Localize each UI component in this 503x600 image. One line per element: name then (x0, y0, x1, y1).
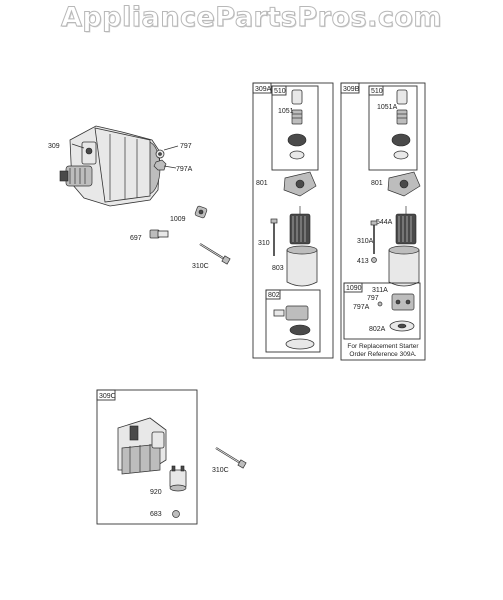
terminal-797[interactable] (155, 149, 165, 159)
note-line-1: For Replacement Starter (347, 343, 419, 350)
housing-b[interactable] (388, 245, 420, 287)
nut-683[interactable] (172, 510, 180, 518)
group-309A: 309A 510 1051 801 310 (252, 82, 334, 359)
group-label-802: 802 (268, 292, 280, 299)
label-920: 920 (150, 489, 162, 496)
drive-gear-b[interactable] (391, 133, 411, 147)
label-683: 683 (150, 511, 162, 518)
label-1009: 1009 (170, 216, 186, 223)
bolt-1009[interactable] (194, 205, 208, 219)
washer-a[interactable] (289, 150, 305, 160)
label-310C-lower: 310C (212, 467, 229, 474)
label-1051: 1051 (278, 108, 294, 115)
label-310: 310 (258, 240, 270, 247)
group-label-510-b: 510 (371, 88, 383, 95)
brush-plate-802[interactable] (273, 305, 315, 350)
group-label-1090: 1090 (346, 285, 362, 292)
brush-spring-1051[interactable] (291, 109, 303, 125)
washer-413[interactable] (371, 257, 377, 263)
label-310A: 310A (357, 238, 374, 245)
brush-holder-510-a[interactable] (291, 89, 303, 105)
terminal-797-b[interactable] (377, 301, 383, 307)
end-cap-801-a[interactable] (283, 171, 317, 197)
label-697: 697 (130, 235, 142, 242)
label-802A: 802A (369, 326, 386, 333)
starter-motor-309[interactable] (59, 125, 161, 207)
label-797-b: 797 (367, 295, 379, 302)
label-803: 803 (272, 265, 284, 272)
group-label-309A: 309A (255, 86, 272, 93)
label-797: 797 (180, 143, 192, 150)
bolt-310A[interactable] (370, 220, 378, 254)
label-797A-b: 797A (353, 304, 370, 311)
washer-b[interactable] (393, 150, 409, 160)
starter-motor-309C[interactable] (117, 417, 167, 475)
bolt-310C-lower[interactable] (215, 447, 247, 469)
group-label-309C: 309C (99, 393, 116, 400)
drive-gear-a[interactable] (287, 133, 307, 147)
label-309: 309 (48, 143, 60, 150)
brush-holder-510-b[interactable] (396, 89, 408, 105)
bolt-310[interactable] (270, 218, 278, 256)
nut-797A[interactable] (153, 159, 167, 171)
group-label-309B: 309B (343, 86, 360, 93)
label-413: 413 (357, 258, 369, 265)
note-line-2: Order Reference 309A. (349, 351, 416, 358)
armature-544A[interactable] (395, 206, 417, 245)
solenoid-920[interactable] (169, 465, 187, 492)
brush-spring-1051A[interactable] (396, 109, 408, 125)
label-797A: 797A (176, 166, 193, 173)
bolt-697[interactable] (149, 229, 169, 239)
label-801-a: 801 (256, 180, 268, 187)
group-309C: 309C 920 683 (96, 389, 198, 525)
label-544A: 544A (376, 219, 393, 226)
group-label-510-a: 510 (274, 88, 286, 95)
housing-803[interactable] (286, 245, 318, 287)
brush-plate-802A[interactable] (389, 293, 415, 332)
bolt-310C-upper[interactable] (199, 243, 231, 265)
group-309B: 309B 510 1051A 801 544A (340, 82, 426, 361)
armature-a[interactable] (289, 206, 311, 245)
label-801-b: 801 (371, 180, 383, 187)
end-cap-801-b[interactable] (387, 171, 421, 197)
watermark: AppliancePartsPros.com (60, 2, 443, 34)
label-311A: 311A (372, 287, 388, 294)
label-1051A: 1051A (377, 104, 398, 111)
label-310C-upper: 310C (192, 263, 209, 270)
